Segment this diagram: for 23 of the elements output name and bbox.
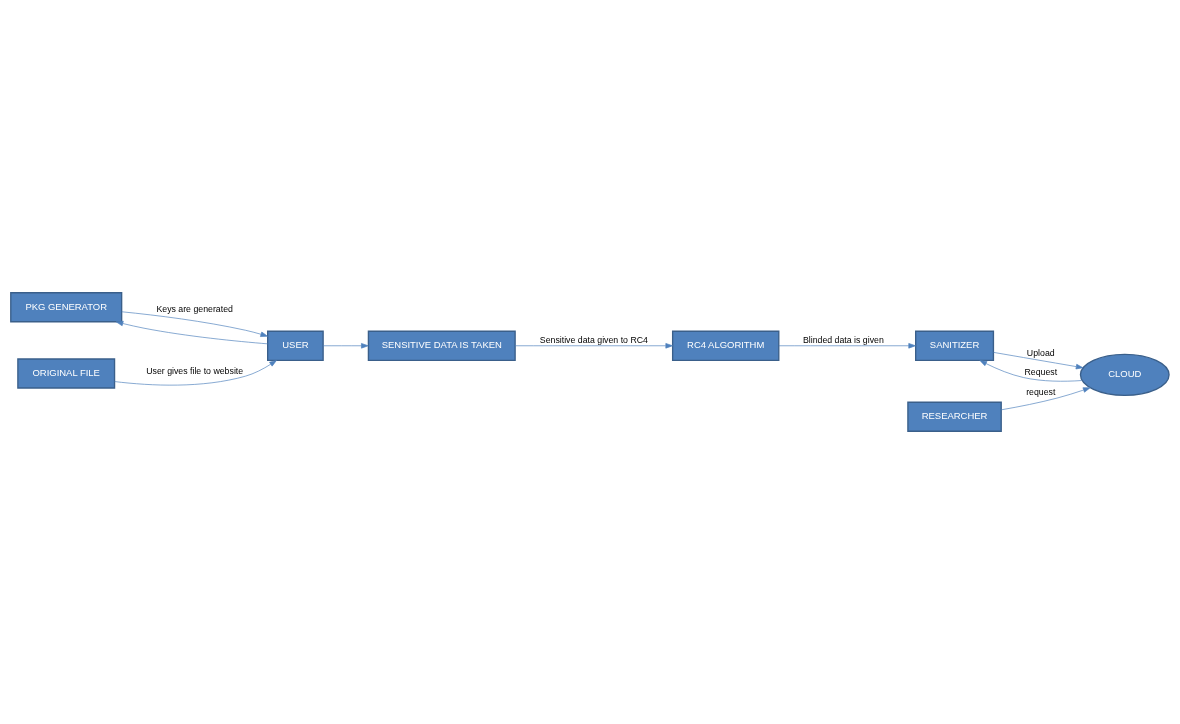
edge-label: Sensitive data given to RC4 <box>539 335 648 346</box>
edge-label: Keys are generated <box>156 304 233 315</box>
node-box: RESEARCHER <box>907 401 1002 432</box>
arrow <box>979 360 1083 382</box>
edge-label: Request <box>1024 367 1058 378</box>
node-box: SANITIZER <box>915 330 995 361</box>
edge-label: Blinded data is given <box>802 335 884 346</box>
arrow <box>778 343 916 349</box>
node-box: PKG GENERATOR <box>10 292 123 323</box>
node-box: USER <box>267 330 324 361</box>
arrow <box>121 311 268 337</box>
arrow <box>114 360 277 386</box>
edge-label: Upload <box>1026 347 1055 358</box>
node-box: RC4 ALGORITHM <box>671 330 780 361</box>
arrow <box>993 352 1084 370</box>
node-box: ORIGINAL FILE <box>17 358 116 389</box>
arrow <box>115 320 268 345</box>
edge-label: User gives file to website <box>146 365 244 376</box>
arrow <box>1001 387 1091 411</box>
edge-label: request <box>1026 387 1056 398</box>
node-box: SENSITIVE DATA IS TAKEN <box>367 330 516 361</box>
arrow <box>322 343 369 349</box>
arrow <box>514 343 673 349</box>
